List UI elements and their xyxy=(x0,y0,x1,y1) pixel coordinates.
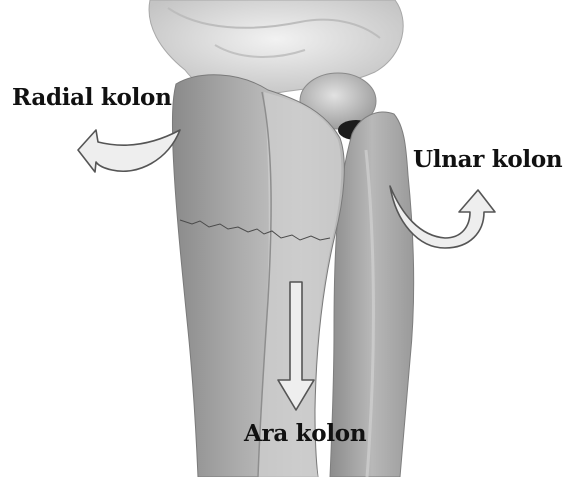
radial-column-arrow-icon xyxy=(78,130,180,172)
radial-column-label: Radial kolon xyxy=(12,84,172,111)
intermediate-column-label: Ara kolon xyxy=(244,420,366,447)
ulnar-column-label: Ulnar kolon xyxy=(413,146,562,173)
